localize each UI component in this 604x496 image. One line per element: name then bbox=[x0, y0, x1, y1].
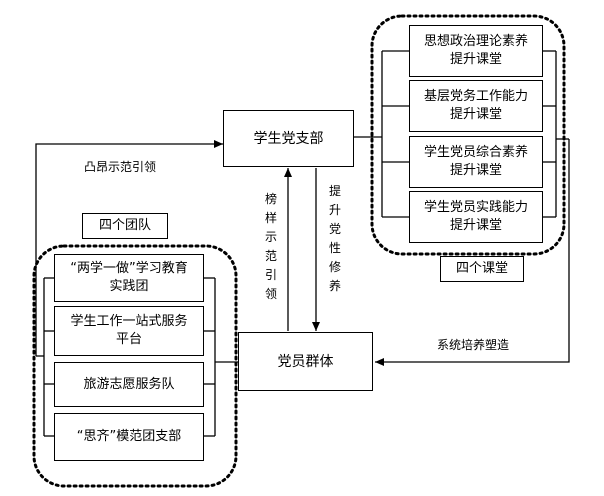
course-box-theory: 思想政治理论素养提升课堂 bbox=[409, 25, 543, 77]
courses-group-outline bbox=[370, 14, 566, 256]
courses-group-label: 四个课堂 bbox=[440, 256, 524, 282]
team-box-study-group: “两学一做”学习教育实践团 bbox=[54, 254, 204, 302]
left-arrow-line bbox=[35, 140, 223, 356]
right-arrow-label: 系统培养塑造 bbox=[437, 338, 510, 352]
right-arrow-line bbox=[375, 139, 570, 366]
teams-group-outline bbox=[32, 244, 238, 488]
up-arrow-label: 榜样示范引领 bbox=[264, 192, 277, 301]
left-arrow-label: 凸昂示范引领 bbox=[84, 160, 157, 174]
team-box-service-platform: 学生工作一站式服务平台 bbox=[54, 306, 204, 356]
course-box-practice: 学生党员实践能力提升课堂 bbox=[409, 191, 543, 243]
team-box-model-branch: “思齐”模范团支部 bbox=[54, 413, 204, 461]
members-node: 党员群体 bbox=[238, 332, 373, 391]
branch-node: 学生党支部 bbox=[223, 110, 354, 167]
course-box-affairs: 基层党务工作能力提升课堂 bbox=[409, 80, 543, 132]
course-box-quality: 学生党员综合素养提升课堂 bbox=[409, 136, 543, 188]
down-arrow-label: 提升党性修养 bbox=[328, 184, 341, 293]
team-box-volunteer: 旅游志愿服务队 bbox=[54, 362, 204, 407]
teams-group-label: 四个团队 bbox=[82, 213, 168, 239]
